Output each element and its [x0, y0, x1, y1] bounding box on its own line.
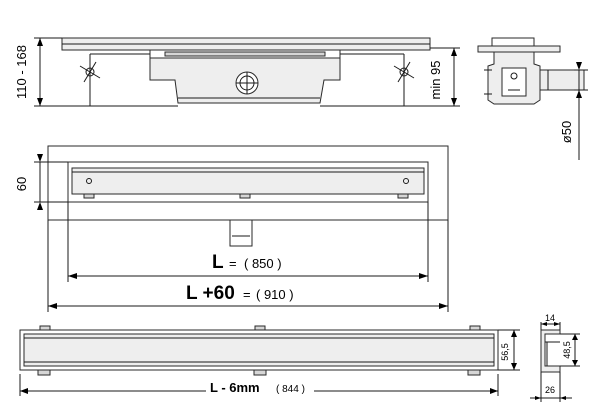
length-l-equals: = [229, 256, 237, 271]
grate-screw-right [403, 178, 409, 184]
grate-length-value: ( 844 ) [276, 384, 305, 395]
width-60-label: 60 [14, 177, 29, 191]
grate-elevation-view: 56,5 L - 6mm ( 844 ) [19, 325, 520, 396]
plan-view: 60 L = ( 850 ) L +60 = ( 910 ) [14, 145, 449, 312]
outlet-diameter-label: ø50 [559, 121, 574, 143]
grate-length-label: L - 6mm [210, 380, 260, 395]
side-section-view: ø50 [477, 37, 588, 160]
profile-section [540, 329, 561, 373]
length-l-symbol: L [212, 252, 224, 273]
plan-outlet-stub [229, 219, 253, 247]
length-l-value: ( 850 ) [244, 256, 282, 271]
profile-height-label: 48,5 [562, 341, 572, 359]
length-l60-symbol: L +60 [186, 283, 235, 304]
grate-screw-left [86, 178, 92, 184]
length-l60-value: ( 910 ) [256, 287, 294, 302]
right-mounting-bracket [320, 53, 415, 107]
front-elevation-view: 110 - 168 min 95 [14, 37, 460, 107]
height-range-label: 110 - 168 [14, 45, 29, 99]
left-mounting-bracket [79, 53, 178, 107]
outlet-pipe [539, 69, 585, 91]
profile-top-width-label: 14 [545, 313, 555, 323]
grate-profile-view: 14 48,5 26 [530, 313, 580, 402]
side-cover [477, 45, 561, 53]
length-l60-equals: = [243, 287, 251, 302]
min-height-label: min 95 [428, 60, 443, 99]
profile-bottom-width-label: 26 [545, 385, 555, 395]
grate-height-label: 56,5 [500, 343, 510, 361]
